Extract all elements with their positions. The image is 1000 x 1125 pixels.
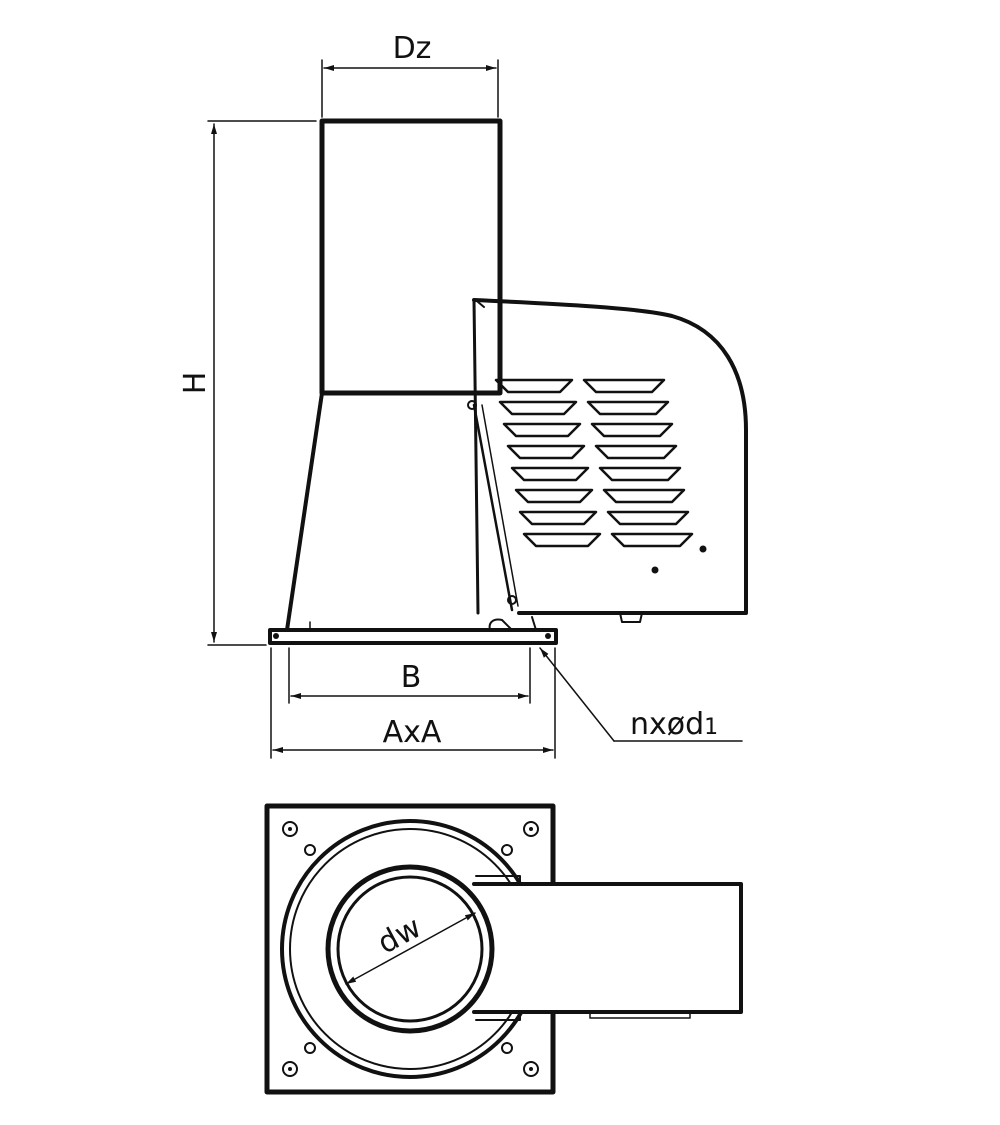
dimension-h: H [178,120,317,646]
side-view: Dz H B AxA nxød1 [178,31,748,759]
label-b: B [401,660,422,695]
outlet-ring-outer [325,864,495,1034]
base-plate [268,616,558,645]
hinge-pin [507,595,517,605]
label-dz: Dz [393,31,432,66]
leader-holes: nxød1 [539,647,743,742]
label-h: H [178,372,213,395]
motor-cover [467,298,748,623]
dimension-axa: AxA [270,647,556,759]
louver-grille [494,378,694,548]
label-holes: nxød1 [630,707,718,742]
top-view: dw [264,803,743,1095]
label-holes-main: nxød [630,707,704,742]
dimension-dz: Dz [321,31,499,118]
label-axa: AxA [383,715,442,750]
tapered-housing [285,391,519,632]
dimension-b: B [288,647,531,704]
hinge-pin [467,400,477,410]
outlet-ring-inner [336,875,484,1023]
screw-head [651,566,659,574]
mounting-holes [282,821,539,1077]
clip-holes [304,844,513,1054]
label-holes-sub: 1 [704,715,718,740]
screw-head [699,545,707,553]
